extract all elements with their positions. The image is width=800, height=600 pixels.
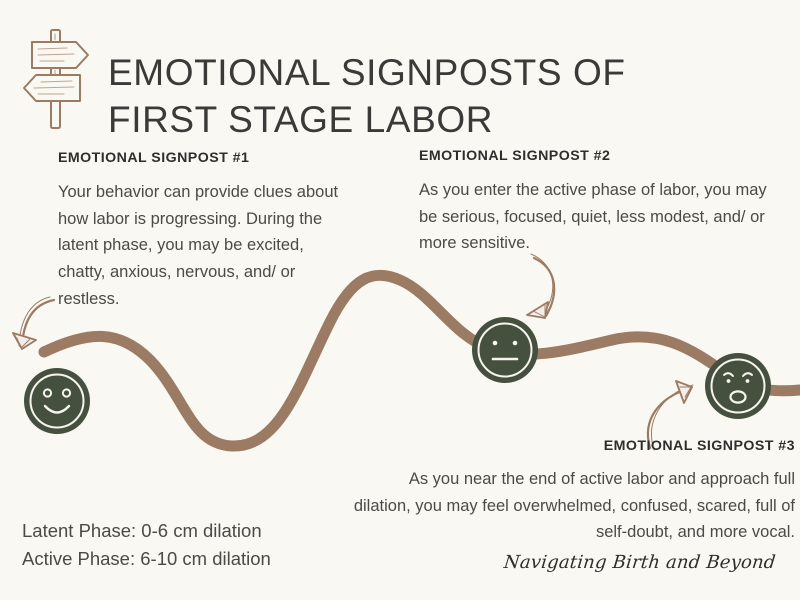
- signpost-3-heading: EMOTIONAL SIGNPOST #3: [603, 438, 795, 454]
- page-title-line-2: FIRST STAGE LABOR: [108, 99, 494, 141]
- signpost-block-1: EMOTIONAL SIGNPOST #1 Your behavior can …: [58, 150, 348, 313]
- signpost-block-3: EMOTIONAL SIGNPOST #3 As you near the en…: [348, 438, 795, 546]
- signpost-block-2: EMOTIONAL SIGNPOST #2 As you enter the a…: [419, 148, 779, 257]
- page-title: EMOTIONAL SIGNPOSTS OF FIRST STAGE LABOR: [108, 49, 768, 144]
- page-title-line-1: EMOTIONAL SIGNPOSTS OF: [108, 51, 626, 93]
- signpost-2-heading: EMOTIONAL SIGNPOST #2: [419, 148, 611, 164]
- neutral-face: [472, 317, 538, 383]
- latent-phase-label: Latent Phase: 0-6 cm dilation: [22, 520, 262, 541]
- worried-face: [705, 353, 771, 419]
- curved-arrow-down-left-2: [526, 253, 556, 319]
- smiling-face: [24, 368, 90, 434]
- brand-signature: Navigating Birth and Beyond: [503, 552, 778, 573]
- signpost-1-body: Your behavior can provide clues about ho…: [58, 183, 339, 308]
- curved-arrow-up-right-3: [646, 380, 694, 451]
- labor-journey-path: [38, 269, 800, 452]
- signpost-icon: [23, 29, 89, 129]
- curved-arrow-down-left-1: [12, 296, 56, 350]
- signpost-1-heading: EMOTIONAL SIGNPOST #1: [58, 150, 250, 166]
- signpost-3-body: As you near the end of active labor and …: [353, 470, 795, 542]
- active-phase-label: Active Phase: 6-10 cm dilation: [22, 547, 271, 569]
- signpost-2-body: As you enter the active phase of labor, …: [419, 181, 767, 253]
- phase-legend: Latent Phase: 0-6 cm dilation Active Pha…: [22, 517, 271, 573]
